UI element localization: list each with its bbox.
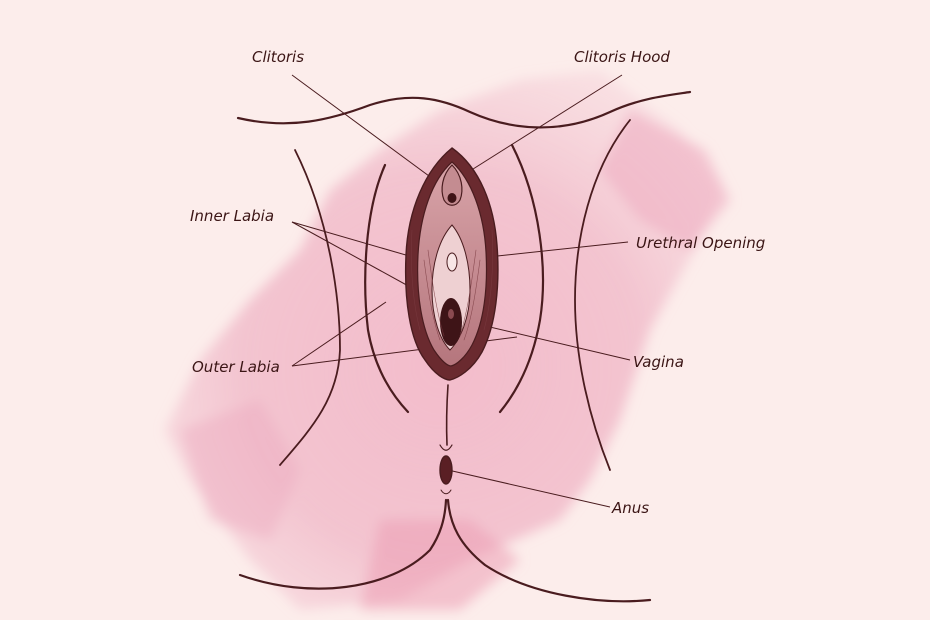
perineum-line [445,384,449,446]
vaginal-opening-shape [440,298,462,346]
label-clitoris: Clitoris [252,48,305,66]
hatching [410,229,494,341]
right-buttock-curve [446,498,652,603]
clitoris-shape [447,193,457,203]
label-vagina: Vagina [633,353,684,371]
label-anus: Anus [612,499,650,517]
body-outline [236,90,692,603]
label-clitoris-hood: Clitoris Hood [574,48,670,66]
leader-line-inner-labia-2 [291,221,413,289]
left-outer-labia-curve [364,163,410,414]
label-urethral-opening: Urethral Opening [636,234,766,252]
anus-shape [439,455,453,485]
anus-crease [439,444,453,451]
right-thigh-curve [574,119,631,471]
urethral-opening-shape [446,252,458,272]
leader-line-anus [447,469,611,508]
left-thigh-curve [279,149,341,466]
leader-line-clitoris-hood [461,74,623,177]
anus-crease-lower [440,489,452,495]
waist-curve [236,90,692,129]
vaginal-opening-highlight [448,309,454,319]
right-outer-labia-curve [498,143,544,414]
leader-line-clitoris [291,74,449,191]
left-buttock-curve [238,498,448,590]
label-outer-labia: Outer Labia [192,358,280,376]
vulva-detail [404,147,499,495]
clitoris-hood-shape [441,164,463,206]
label-inner-labia: Inner Labia [190,207,275,225]
